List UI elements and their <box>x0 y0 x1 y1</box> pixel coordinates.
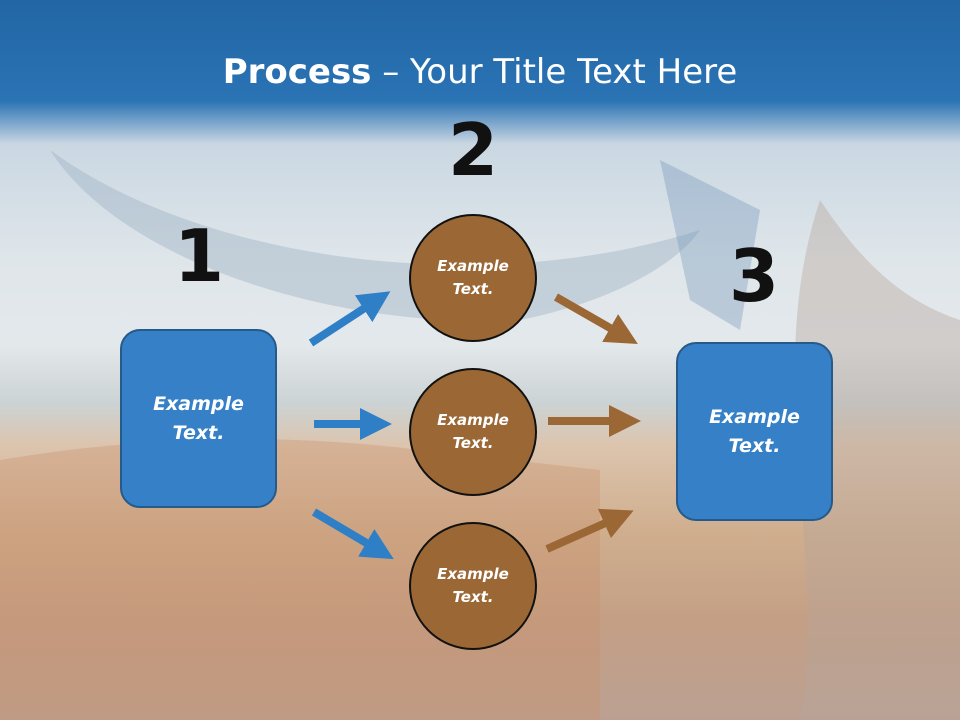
title-rest: – Your Title Text Here <box>371 52 738 92</box>
step-1-text-line2: Text. <box>172 421 225 444</box>
step-3-text-line1: Example <box>709 406 800 428</box>
circle-bottom-line1: Example <box>437 564 509 583</box>
step-number-1: 1 <box>173 214 225 298</box>
arrow-box1-to-bottom <box>311 508 394 560</box>
step-1-text: Example Text. <box>153 390 244 447</box>
step-number-3: 3 <box>728 234 780 318</box>
step-2-circle-middle[interactable]: Example Text. <box>409 368 537 496</box>
circle-bottom-text: Example Text. <box>437 563 509 610</box>
step-number-2: 2 <box>447 108 499 192</box>
step-3-text-line2: Text. <box>728 434 781 457</box>
circle-middle-line2: Text. <box>452 434 494 452</box>
slide-title: Process – Your Title Text Here <box>0 52 960 92</box>
step-2-circle-top[interactable]: Example Text. <box>409 214 537 342</box>
circle-top-text: Example Text. <box>437 255 509 302</box>
title-bold: Process <box>222 52 372 92</box>
circle-bottom-line2: Text. <box>452 588 494 606</box>
step-1-box[interactable]: Example Text. <box>120 329 277 508</box>
circle-middle-text: Example Text. <box>437 409 509 456</box>
arrow-box1-to-top <box>308 291 391 347</box>
step-2-circle-bottom[interactable]: Example Text. <box>409 522 537 650</box>
step-3-box[interactable]: Example Text. <box>676 342 833 521</box>
arrow-bottom-to-box3 <box>545 508 634 553</box>
circle-middle-line1: Example <box>437 410 509 429</box>
step-1-text-line1: Example <box>153 393 244 415</box>
arrow-top-to-box3 <box>554 293 638 344</box>
circle-top-line2: Text. <box>452 280 494 298</box>
circle-top-line1: Example <box>437 256 509 275</box>
step-3-text: Example Text. <box>709 403 800 460</box>
